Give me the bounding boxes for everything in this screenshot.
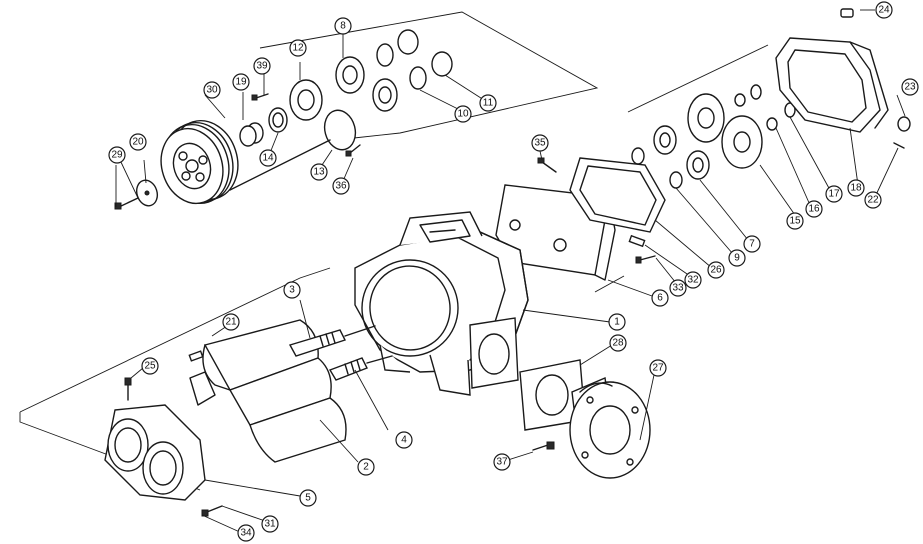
callout-20: 20 (129, 133, 147, 151)
callout-11: 11 (479, 94, 497, 112)
callout-35-label: 35 (534, 138, 546, 149)
callout-14-label: 14 (262, 153, 274, 164)
callout-19: 19 (232, 73, 250, 91)
callout-9: 9 (728, 249, 746, 267)
callout-4: 4 (395, 431, 413, 449)
callout-17: 17 (825, 185, 843, 203)
callout-23: 23 (901, 78, 919, 96)
callout-31: 31 (261, 515, 279, 533)
callout-30-label: 30 (206, 85, 218, 96)
callout-15: 15 (786, 212, 804, 230)
callout-32-label: 32 (687, 275, 699, 286)
callout-27: 27 (649, 359, 667, 377)
callout-3-label: 3 (289, 285, 295, 296)
callout-2-label: 2 (363, 462, 369, 473)
callout-13: 13 (310, 163, 328, 181)
callout-25: 25 (141, 357, 159, 375)
callout-27-label: 27 (652, 363, 664, 374)
callout-21: 21 (222, 313, 240, 331)
callout-31-label: 31 (264, 519, 276, 530)
callout-26-label: 26 (710, 265, 722, 276)
pump-casing (354, 211, 529, 396)
callout-32: 32 (684, 271, 702, 289)
callout-20-label: 20 (132, 137, 144, 148)
callout-33-label: 33 (672, 283, 684, 294)
callout-5-label: 5 (305, 493, 311, 504)
callout-10: 10 (454, 105, 472, 123)
callout-9-label: 9 (734, 253, 740, 264)
callout-34-label: 34 (240, 528, 252, 539)
callout-10-label: 10 (457, 109, 469, 120)
rotor-assembly (188, 319, 393, 463)
callout-1-label: 1 (614, 317, 620, 328)
callout-39: 39 (253, 57, 271, 75)
callout-14: 14 (259, 149, 277, 167)
callout-23-label: 23 (904, 82, 916, 93)
callout-26: 26 (707, 261, 725, 279)
callout-7: 7 (743, 235, 761, 253)
callout-7-label: 7 (749, 239, 755, 250)
callout-29-label: 29 (111, 150, 123, 161)
callout-33: 33 (669, 279, 687, 297)
callout-6-label: 6 (657, 293, 663, 304)
callout-30: 30 (203, 81, 221, 99)
callout-18-label: 18 (850, 183, 862, 194)
callout-24-label: 24 (878, 5, 890, 16)
assembly-frames (19, 11, 769, 491)
callout-16-label: 16 (808, 204, 820, 215)
callout-4-label: 4 (401, 435, 407, 446)
callout-1: 1 (608, 313, 626, 331)
callout-35: 35 (531, 134, 549, 152)
leader-lines (115, 9, 906, 534)
callout-28-label: 28 (612, 338, 624, 349)
callout-13-label: 13 (313, 167, 325, 178)
callout-25-label: 25 (144, 361, 156, 372)
callout-2: 2 (357, 458, 375, 476)
callout-17-label: 17 (828, 189, 840, 200)
callout-22-label: 22 (867, 195, 879, 206)
callout-37: 37 (493, 453, 511, 471)
callout-22: 22 (864, 191, 882, 209)
callout-3: 3 (283, 281, 301, 299)
callout-37-label: 37 (496, 457, 508, 468)
end-plate-front (104, 377, 223, 517)
callout-36: 36 (332, 177, 350, 195)
callout-11-label: 11 (483, 98, 494, 109)
callout-15-label: 15 (789, 216, 801, 227)
callout-18: 18 (847, 179, 865, 197)
callout-39-label: 39 (256, 61, 268, 72)
callout-12: 12 (289, 39, 307, 57)
callout-34: 34 (237, 524, 255, 542)
pulley-assembly (114, 29, 453, 210)
callout-36-label: 36 (335, 181, 347, 192)
callout-16: 16 (805, 200, 823, 218)
callout-12-label: 12 (292, 43, 304, 54)
gear-housing-assembly (495, 8, 911, 281)
callout-8: 8 (334, 17, 352, 35)
callout-6: 6 (651, 289, 669, 307)
inlet-flange-assembly (519, 359, 651, 479)
callout-19-label: 19 (235, 77, 247, 88)
callout-5: 5 (299, 489, 317, 507)
callout-24: 24 (875, 1, 893, 19)
callout-21-label: 21 (225, 317, 237, 328)
callout-28: 28 (609, 334, 627, 352)
callout-8-label: 8 (340, 21, 346, 32)
callout-29: 29 (108, 146, 126, 164)
